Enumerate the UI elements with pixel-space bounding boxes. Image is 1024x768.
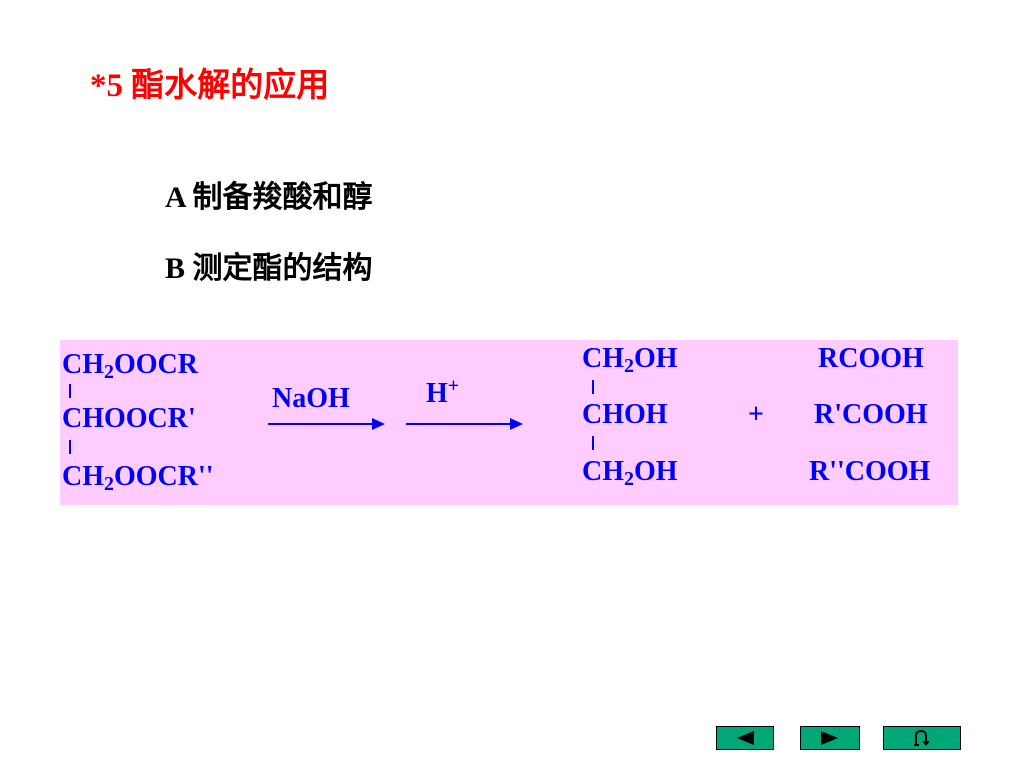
- plus-sign: +: [748, 399, 764, 430]
- reactant-bottom-group: CH2OOCR'': [62, 461, 214, 495]
- reactant-top-group: CH2OOCR: [62, 349, 198, 383]
- reagent-acid: H+: [426, 375, 460, 409]
- item-b-text: 测定酯的结构: [192, 252, 373, 285]
- prev-slide-button[interactable]: [716, 726, 774, 750]
- acid-product-3: R''COOH: [809, 456, 931, 487]
- item-a-text: 制备羧酸和醇: [192, 181, 373, 214]
- triangle-right-icon: [821, 731, 838, 745]
- reaction-arrow-2: [406, 418, 523, 430]
- reaction-arrow-1: [268, 418, 385, 430]
- bond-line: [69, 384, 71, 398]
- glycerol-middle-group: CHOH: [582, 399, 668, 430]
- glycerol-top-group: CH2OH: [582, 343, 678, 377]
- item-a-letter: A: [165, 181, 186, 214]
- list-item-a: A 制备羧酸和醇: [165, 172, 373, 216]
- reaction-panel: CH2OOCR CHOOCR' CH2OOCR'' NaOH H+ CH2OH …: [60, 340, 958, 505]
- bond-line: [69, 440, 71, 454]
- bond-line: [592, 380, 594, 394]
- next-slide-button[interactable]: [800, 726, 860, 750]
- u-turn-return-icon: [914, 729, 930, 746]
- reactant-middle-group: CHOOCR': [62, 403, 196, 434]
- reagent-naoh: NaOH: [272, 383, 350, 414]
- item-b-letter: B: [165, 252, 186, 285]
- acid-product-2: R'COOH: [814, 399, 928, 430]
- return-button[interactable]: [883, 726, 961, 750]
- slide-title: *5 酯水解的应用: [90, 68, 330, 104]
- triangle-left-icon: [737, 731, 754, 745]
- acid-product-1: RCOOH: [818, 343, 924, 374]
- bond-line: [592, 436, 594, 450]
- list-item-b: B 测定酯的结构: [165, 243, 373, 287]
- glycerol-bottom-group: CH2OH: [582, 456, 678, 490]
